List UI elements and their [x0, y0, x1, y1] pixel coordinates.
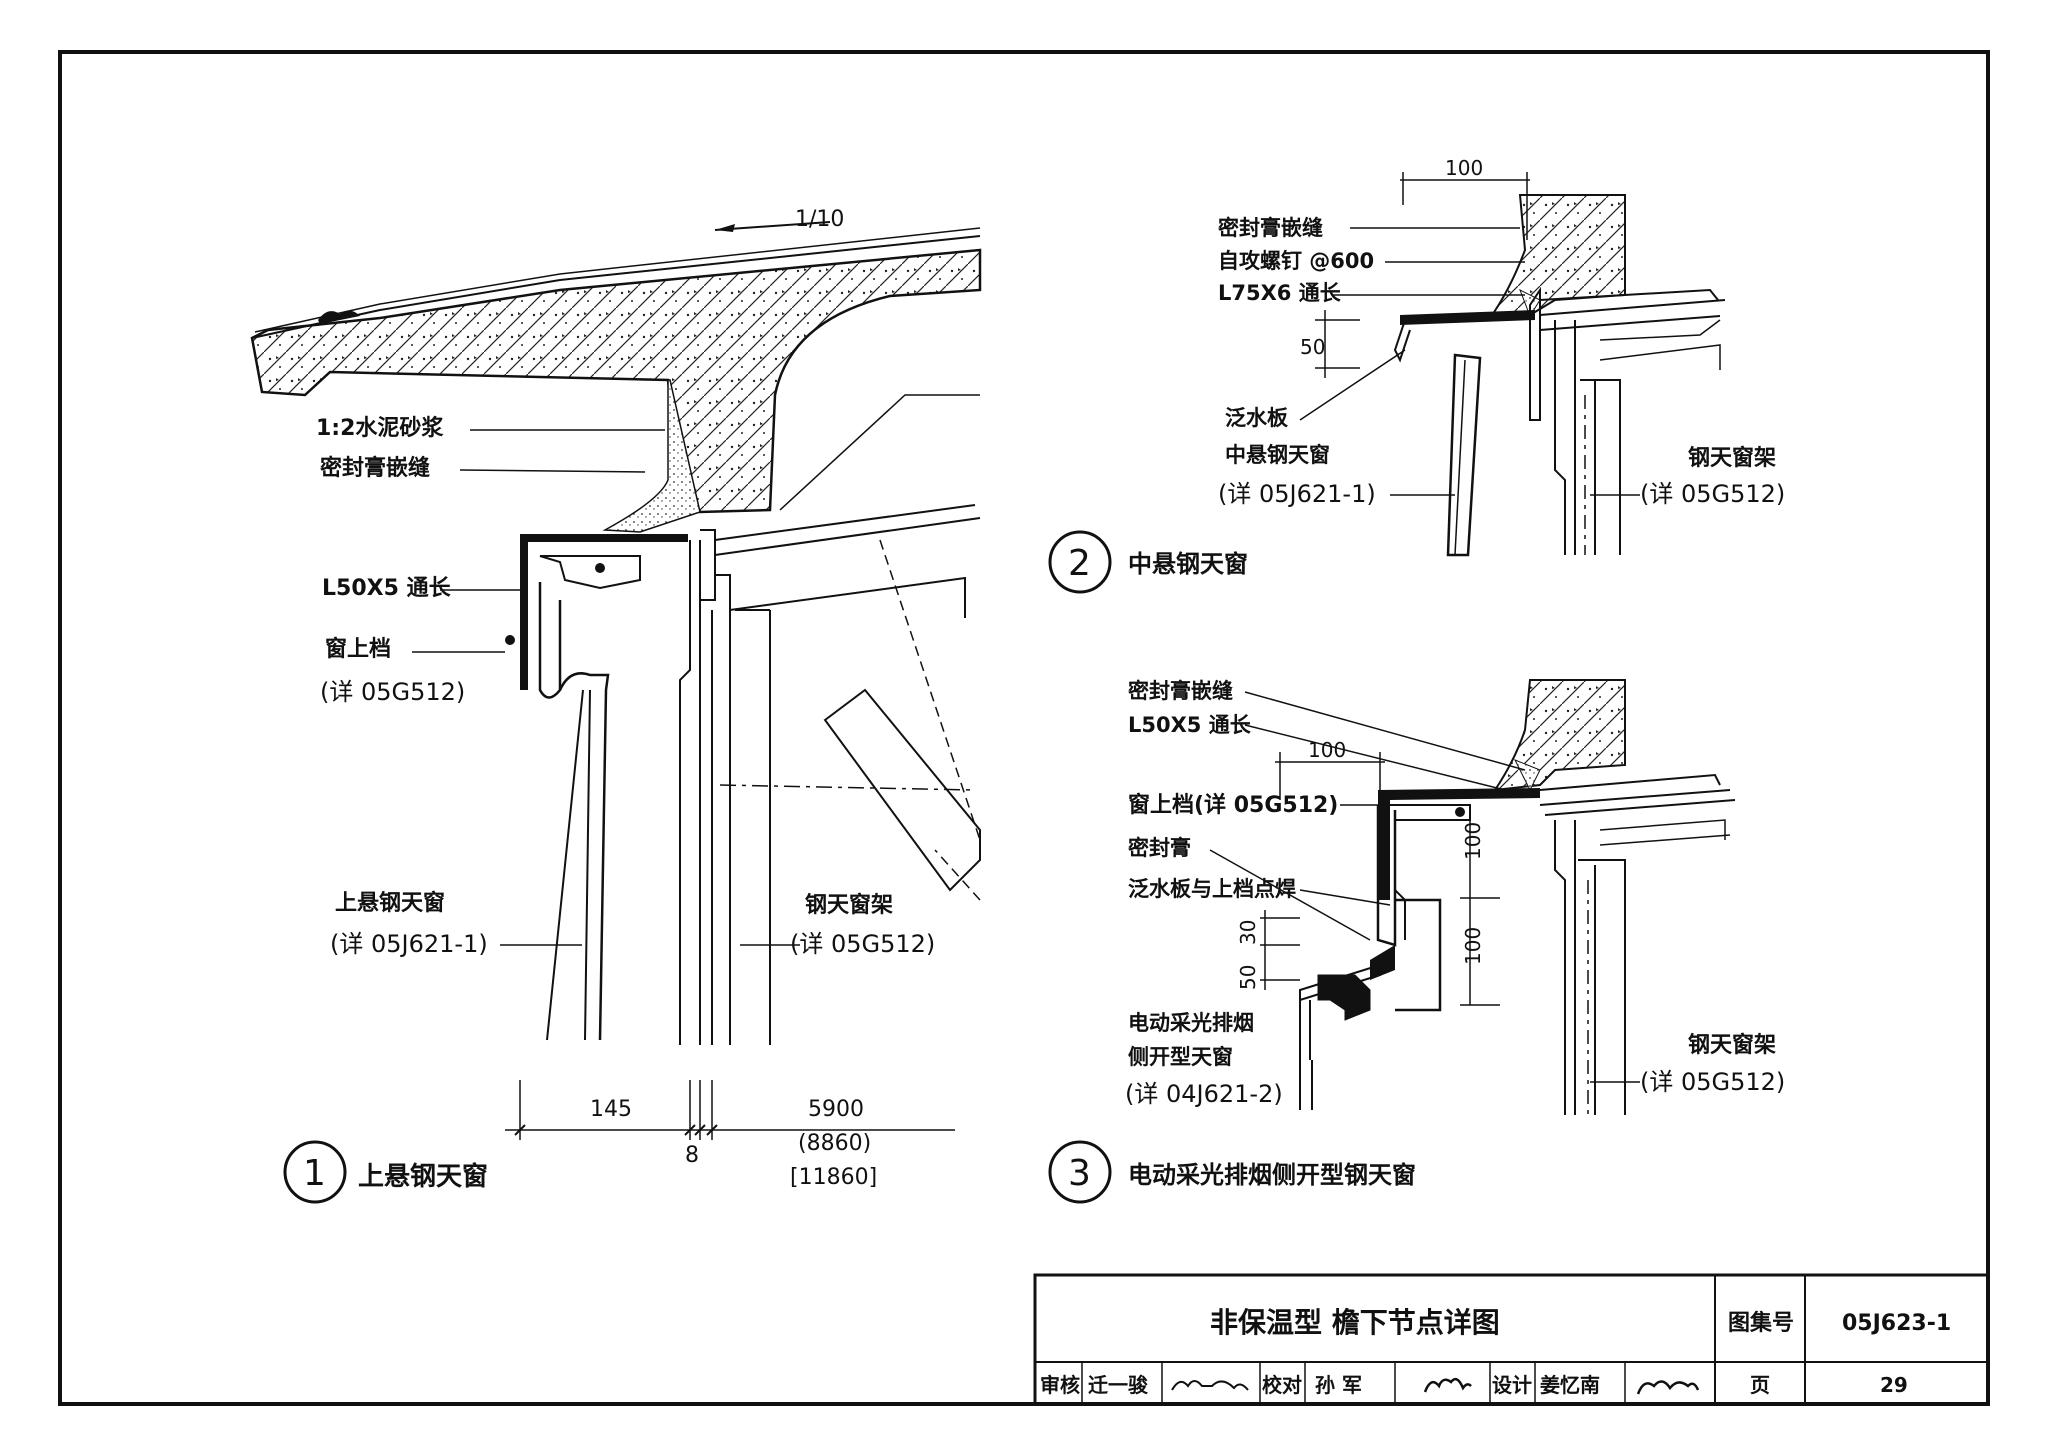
- designer-signature: [1636, 1380, 1700, 1395]
- detail-3-dim-50: 50: [1236, 965, 1260, 990]
- detail-1-number-circle: [283, 1140, 347, 1204]
- check-label: 校对: [1262, 1373, 1302, 1397]
- sheet-border: [58, 50, 1990, 1406]
- detail-2-number-circle: [1048, 530, 1112, 594]
- atlas-label: 图集号: [1728, 1310, 1794, 1336]
- reviewer-name: 迁一骏: [1088, 1373, 1148, 1397]
- detail-2-label-window: 中悬钢天窗: [1225, 443, 1330, 467]
- detail-3-dim-30: 30: [1236, 920, 1260, 945]
- detail-2-label-sealant-joint: 密封膏嵌缝: [1218, 216, 1323, 240]
- detail-2-dim-50: 50: [1300, 335, 1325, 359]
- detail-1-dim-8: 8: [685, 1143, 699, 1168]
- detail-3-drawing: [1209, 679, 1736, 1115]
- detail-2-title: 中悬钢天窗: [1128, 550, 1248, 578]
- checker-name: 孙 军: [1315, 1373, 1362, 1397]
- designer-name: 姜忆南: [1540, 1373, 1600, 1397]
- detail-2-label-flashing: 泛水板: [1225, 406, 1289, 430]
- detail-2-dim-100: 100: [1445, 156, 1483, 180]
- detail-3-label-window-ref: (详 04J621-2): [1125, 1080, 1283, 1108]
- detail-1-label-frame: 钢天窗架: [805, 892, 893, 918]
- detail-3-label-angle: L50X5 通长: [1128, 713, 1252, 737]
- detail-3-label-window-top-rail: 窗上档(详 05G512): [1128, 792, 1338, 818]
- detail-1-drawing: [250, 221, 982, 1140]
- detail-2-number: 2: [1068, 543, 1091, 584]
- detail-2-label-angle: L75X6 通长: [1218, 281, 1342, 305]
- detail-2-drawing: [1299, 172, 1726, 557]
- detail-1-slope: 1/10: [795, 207, 844, 232]
- detail-3-label-frame: 钢天窗架: [1688, 1032, 1776, 1058]
- detail-3-dim-100-top: 100: [1308, 738, 1346, 762]
- atlas-number: 05J623-1: [1842, 1311, 1951, 1336]
- reviewer-signature: [1171, 1380, 1249, 1391]
- detail-3-label-frame-ref: (详 05G512): [1640, 1068, 1785, 1096]
- detail-1-title: 上悬钢天窗: [358, 1161, 488, 1192]
- detail-1-number: 1: [303, 1153, 326, 1194]
- detail-1-label-window: 上悬钢天窗: [335, 890, 445, 916]
- title-block: [1033, 1273, 1990, 1406]
- detail-1-dim-11860: [11860]: [790, 1165, 877, 1190]
- detail-1-label-window-top-rail-ref: (详 05G512): [320, 678, 465, 706]
- detail-3-number: 3: [1068, 1153, 1091, 1194]
- detail-1-dim-8860: (8860): [798, 1131, 871, 1156]
- page-label: 页: [1750, 1373, 1770, 1397]
- detail-1-label-window-top-rail: 窗上档: [325, 636, 391, 662]
- detail-1-label-mortar: 1:2水泥砂浆: [316, 415, 444, 441]
- detail-3-dim-100-mid: 100: [1461, 822, 1485, 860]
- detail-3-label-sealant: 密封膏: [1128, 836, 1191, 860]
- detail-2-label-window-ref: (详 05J621-1): [1218, 480, 1376, 508]
- page-number: 29: [1880, 1373, 1908, 1397]
- detail-3-title: 电动采光排烟侧开型钢天窗: [1128, 1161, 1416, 1189]
- design-label: 设计: [1492, 1373, 1532, 1397]
- detail-3-label-flashing-weld: 泛水板与上档点焊: [1128, 877, 1296, 901]
- detail-3-dim-100-low: 100: [1461, 927, 1485, 965]
- detail-1-label-angle: L50X5 通长: [322, 576, 452, 601]
- detail-3-number-circle: [1048, 1140, 1112, 1204]
- detail-3-label-window-line2: 侧开型天窗: [1128, 1045, 1233, 1069]
- detail-2-label-screw: 自攻螺钉 @600: [1218, 249, 1374, 273]
- detail-1-label-sealant-joint: 密封膏嵌缝: [320, 455, 430, 481]
- detail-3-label-sealant-joint: 密封膏嵌缝: [1128, 679, 1233, 703]
- detail-2-label-frame: 钢天窗架: [1688, 445, 1776, 471]
- detail-2-label-frame-ref: (详 05G512): [1640, 480, 1785, 508]
- checker-signature: [1423, 1377, 1472, 1393]
- detail-3-label-window-line1: 电动采光排烟: [1128, 1011, 1254, 1035]
- review-label: 审核: [1040, 1373, 1080, 1397]
- detail-1-label-frame-ref: (详 05G512): [790, 930, 935, 958]
- drawing-title: 非保温型 檐下节点详图: [1210, 1306, 1500, 1339]
- detail-1-dim-145: 145: [590, 1097, 632, 1122]
- detail-1-label-window-ref: (详 05J621-1): [330, 930, 488, 958]
- detail-1-dim-5900: 5900: [808, 1097, 864, 1122]
